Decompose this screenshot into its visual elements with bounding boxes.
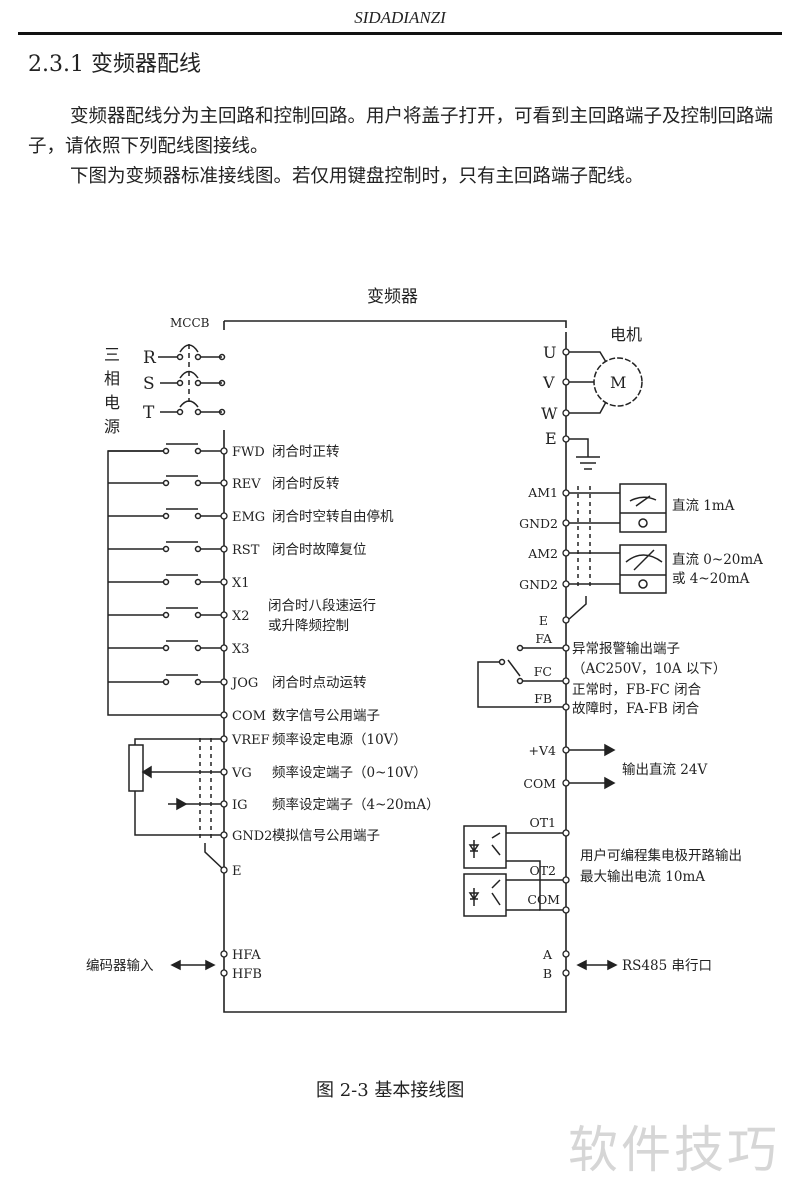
motor bbox=[568, 351, 643, 470]
terminal-x2: X2 bbox=[232, 609, 250, 624]
terminal-fwd: FWD bbox=[232, 445, 265, 460]
terminal-jog: JOG bbox=[230, 676, 258, 691]
terminal-emg: EMG bbox=[232, 510, 265, 525]
motor-symbol: M bbox=[610, 373, 626, 392]
terminal-v: V bbox=[542, 373, 555, 392]
terminal-am2-gnd2: GND2 bbox=[519, 577, 558, 592]
terminal-hfb: HFB bbox=[232, 967, 262, 982]
desc-emg: 闭合时空转自由停机 bbox=[272, 508, 394, 525]
terminal-analog-e: E bbox=[539, 613, 548, 628]
section-title: 2.3.1 变频器配线 bbox=[28, 52, 201, 77]
terminal-motor-e: E bbox=[545, 429, 557, 448]
terminal-fb: FB bbox=[534, 691, 552, 706]
terminal-am2: AM2 bbox=[527, 546, 558, 561]
header-divider bbox=[18, 32, 782, 35]
phase-s: S bbox=[143, 374, 155, 394]
terminal-ot1: OT1 bbox=[529, 815, 556, 830]
inverter-box-outline bbox=[223, 320, 567, 1013]
page-header-brand: SIDADIANZI bbox=[354, 8, 446, 27]
terminal-power-com: COM bbox=[523, 776, 556, 791]
terminal-e: E bbox=[232, 864, 242, 879]
phase-r: R bbox=[143, 348, 157, 368]
desc-ig: 频率设定端子（4~20mA） bbox=[272, 796, 440, 813]
power-source-label-2: 相 bbox=[104, 369, 120, 388]
phase-t: T bbox=[143, 403, 155, 423]
terminal-gnd2: GND2 bbox=[232, 829, 272, 844]
desc-multispeed-1: 闭合时八段速运行 bbox=[268, 598, 376, 614]
rs485-label: RS485 串行口 bbox=[622, 958, 712, 974]
terminal-a: A bbox=[542, 947, 553, 962]
optocouplers bbox=[463, 825, 568, 917]
terminal-b: B bbox=[543, 966, 552, 981]
terminal-rev: REV bbox=[232, 477, 261, 492]
paragraph-2: 下图为变频器标准接线图。若仅用键盘控制时，只有主回路端子配线。 bbox=[70, 166, 644, 187]
mccb-label: MCCB bbox=[170, 316, 210, 330]
desc-com: 数字信号公用端子 bbox=[272, 708, 380, 724]
terminal-oc-com: COM bbox=[527, 892, 560, 907]
diagram-title: 变频器 bbox=[367, 287, 418, 307]
terminal-am1-gnd2: GND2 bbox=[519, 516, 558, 531]
relay-desc-3: 正常时，FB-FC 闭合 bbox=[572, 682, 702, 698]
paragraph-1: 变频器配线分为主回路和控制回路。用户将盖子打开，可看到主回路端子及控制回路端子，… bbox=[28, 106, 774, 157]
input-common-bus bbox=[107, 450, 222, 716]
desc-rev: 闭合时反转 bbox=[272, 476, 340, 492]
mccb-breaker bbox=[158, 344, 226, 416]
fault-relay bbox=[477, 644, 568, 708]
terminal-am1: AM1 bbox=[527, 485, 558, 500]
terminal-rst: RST bbox=[232, 543, 260, 558]
relay-desc-4: 故障时，FA-FB 闭合 bbox=[572, 701, 700, 717]
am1-desc: 直流 1mA bbox=[672, 498, 735, 514]
terminal-hfa: HFA bbox=[232, 948, 261, 963]
terminal-fc: FC bbox=[534, 664, 552, 679]
desc-vg: 频率设定端子（0~10V） bbox=[272, 764, 427, 781]
terminal-u: U bbox=[543, 343, 556, 362]
power-out-desc: 输出直流 24V bbox=[622, 762, 707, 778]
desc-vref: 频率设定电源（10V） bbox=[272, 731, 407, 748]
terminal-w: W bbox=[541, 404, 558, 423]
oc-desc-1: 用户可编程集电极开路输出 bbox=[580, 847, 742, 864]
desc-jog: 闭合时点动运转 bbox=[272, 675, 367, 691]
power-source-label-3: 电 bbox=[104, 393, 120, 412]
oc-desc-2: 最大输出电流 10mA bbox=[580, 869, 705, 885]
terminal-vref: VREF bbox=[231, 733, 270, 748]
terminal-com: COM bbox=[232, 709, 266, 724]
figure-caption: 图 2-3 基本接线图 bbox=[316, 1080, 465, 1101]
relay-desc-1: 异常报警输出端子 bbox=[572, 641, 680, 657]
terminal-points bbox=[220, 348, 570, 977]
terminal-fa: FA bbox=[535, 631, 553, 646]
relay-desc-2: （AC250V，10A 以下） bbox=[572, 661, 726, 677]
terminal-ig: IG bbox=[232, 798, 248, 813]
terminal-x3: X3 bbox=[232, 642, 250, 657]
encoder-label: 编码器输入 bbox=[86, 958, 154, 974]
analog-meters bbox=[567, 483, 667, 621]
desc-gnd2: 模拟信号公用端子 bbox=[272, 828, 380, 844]
terminal-vg: VG bbox=[231, 766, 252, 781]
desc-rst: 闭合时故障复位 bbox=[272, 541, 367, 558]
terminal-v4: +V4 bbox=[529, 743, 557, 758]
am2-desc-1: 直流 0~20mA bbox=[672, 552, 763, 568]
input-switches bbox=[108, 443, 222, 686]
terminal-ot2: OT2 bbox=[529, 863, 556, 878]
potentiometer bbox=[128, 738, 222, 836]
motor-label: 电机 bbox=[610, 325, 642, 344]
am2-desc-2: 或 4~20mA bbox=[672, 571, 750, 587]
power-source-label-1: 三 bbox=[104, 345, 120, 364]
desc-multispeed-2: 或升降频控制 bbox=[268, 618, 349, 634]
power-source-label-4: 源 bbox=[104, 417, 120, 436]
terminal-x1: X1 bbox=[232, 576, 250, 591]
watermark: 软件技巧 bbox=[568, 1121, 780, 1179]
desc-fwd: 闭合时正转 bbox=[272, 444, 340, 460]
